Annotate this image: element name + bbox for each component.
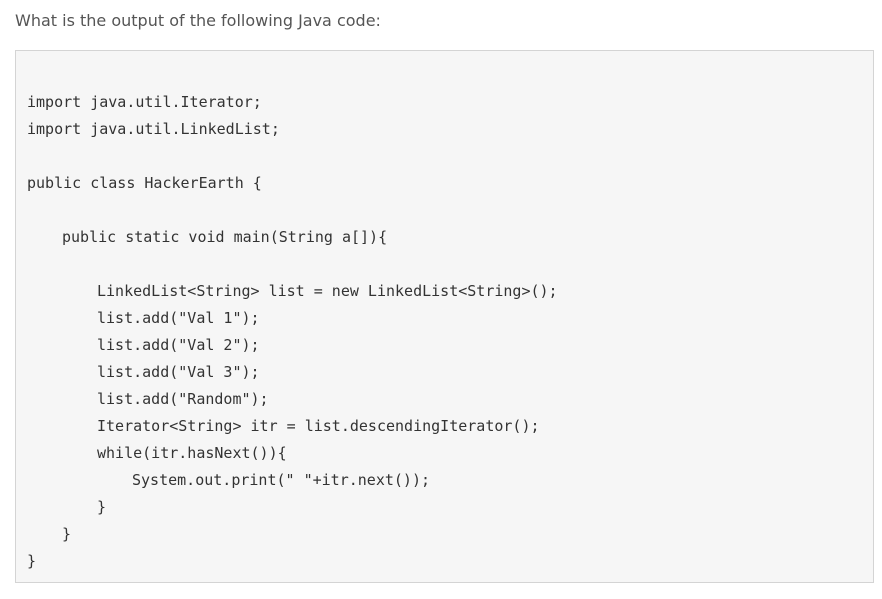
code-line: public static void main(String a[]){: [62, 228, 388, 246]
code-line: list.add("Val 2");: [97, 336, 260, 354]
code-block: import java.util.Iterator; import java.u…: [15, 50, 874, 583]
code-line: Iterator<String> itr = list.descendingIt…: [97, 417, 540, 435]
code-line: while(itr.hasNext()){: [97, 444, 287, 462]
code-line: }: [97, 498, 107, 516]
code-line: import java.util.LinkedList;: [27, 120, 280, 138]
question-text: What is the output of the following Java…: [15, 11, 381, 30]
code-line: }: [62, 525, 72, 543]
code-line: list.add("Val 1");: [97, 309, 260, 327]
code-line: list.add("Val 3");: [97, 363, 260, 381]
code-line: }: [27, 552, 37, 570]
code-line: System.out.print(" "+itr.next());: [132, 471, 431, 489]
code-line: list.add("Random");: [97, 390, 269, 408]
code-line: LinkedList<String> list = new LinkedList…: [97, 282, 558, 300]
code-line: import java.util.Iterator;: [27, 93, 262, 111]
code-line: public class HackerEarth {: [27, 174, 262, 192]
